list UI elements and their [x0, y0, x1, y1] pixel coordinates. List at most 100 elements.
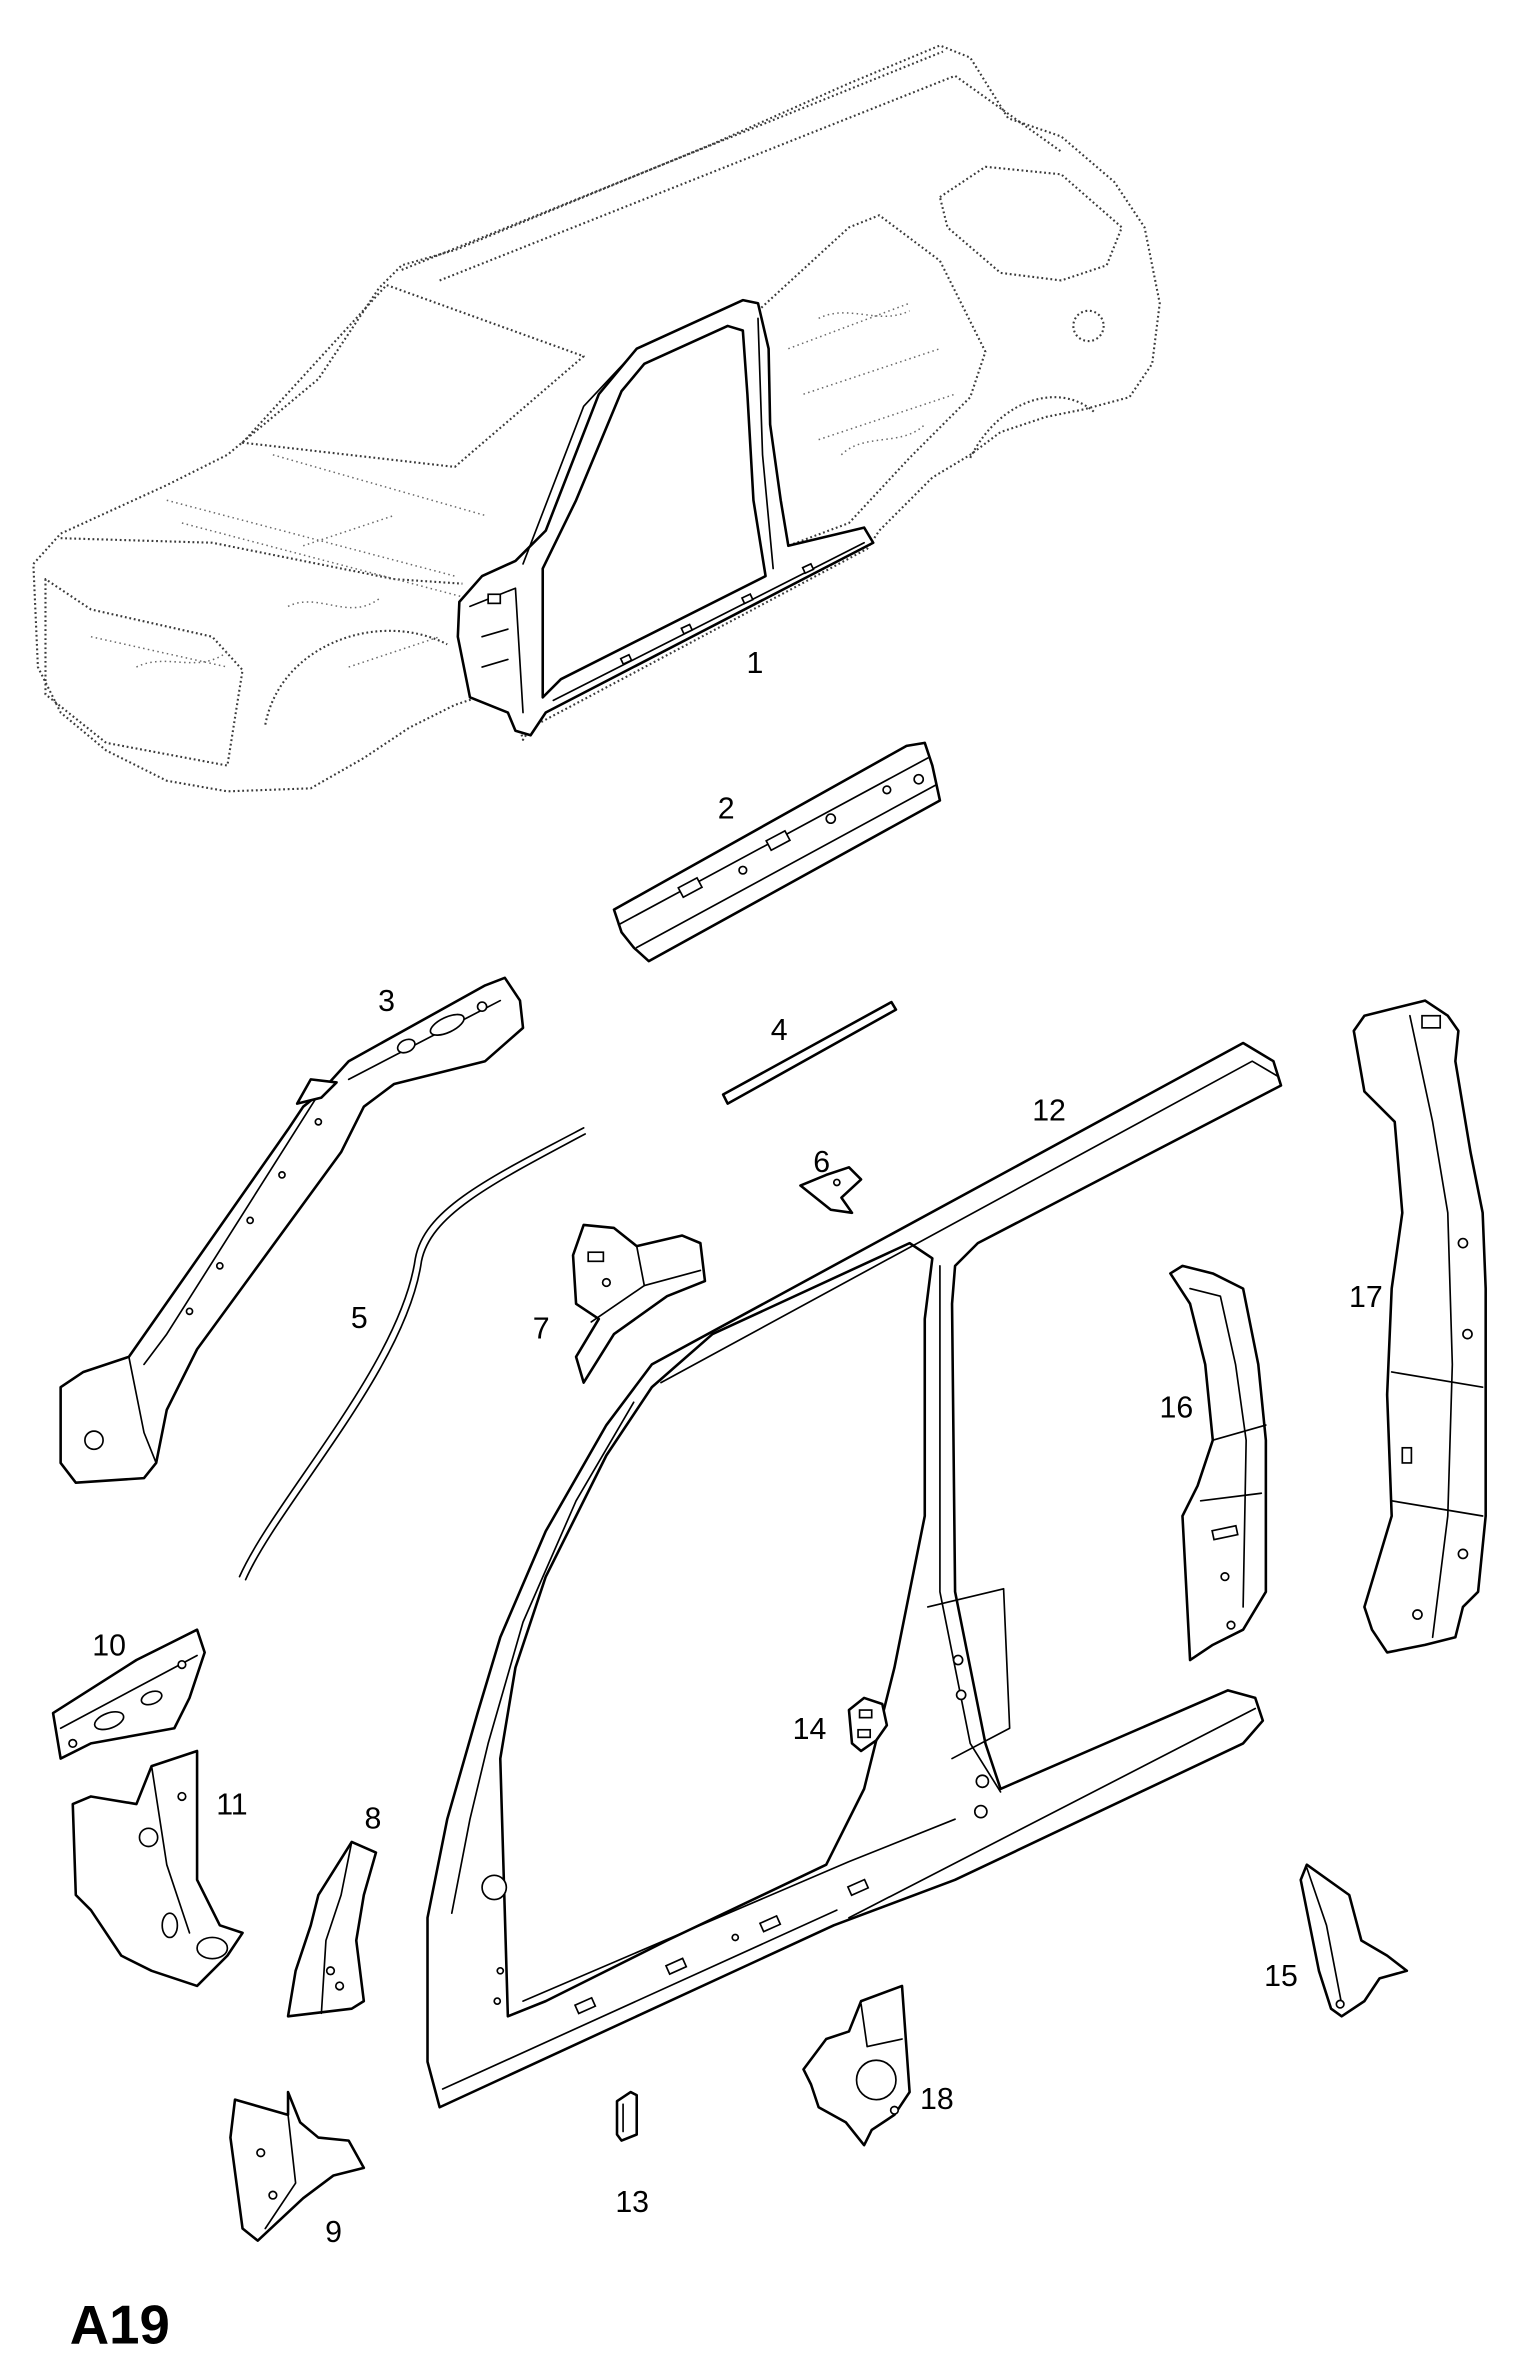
part-8-hole: [325, 1966, 336, 1976]
side-frame-door-opening: [541, 324, 767, 699]
part-16-hole: [1226, 1620, 1236, 1630]
part-13-clip: [615, 2090, 639, 2142]
callout-9: 9: [325, 2216, 342, 2249]
callout-8: 8: [365, 1802, 382, 1835]
part-7-gusset: [571, 1223, 707, 1384]
part-1-body-shell: [32, 44, 1161, 793]
part-16-step-line: [1199, 1424, 1267, 1502]
part-3-edge-line: [128, 1355, 157, 1464]
part-11-outline: [71, 1749, 244, 1988]
part-2-slot: [677, 876, 704, 899]
part-12-a-pillar-line: [450, 1401, 635, 1915]
part-16-c-pillar-reinforcement: [1169, 1264, 1268, 1662]
part-3-edge-line: [143, 1093, 320, 1366]
part-10-hole: [68, 1738, 78, 1749]
part-17-slot: [1401, 1446, 1413, 1464]
part-2-hole: [913, 773, 925, 785]
part-5-curved-strip: [238, 1127, 587, 1581]
part-12-front-door-opening: [498, 1241, 934, 2018]
part-11-hole: [138, 1827, 159, 1848]
part-7-slot: [587, 1251, 605, 1263]
body-fuel-filler: [1072, 309, 1105, 343]
part-8-hole: [334, 1981, 345, 1991]
part-12-side-panel: [426, 1041, 1283, 2109]
callout-11: 11: [216, 1789, 247, 1822]
part-14-small-plate: [847, 1696, 889, 1753]
side-frame-hinge-pillar: [469, 587, 524, 714]
callout-15: 15: [1264, 1960, 1298, 1993]
part-3-hole: [185, 1307, 194, 1316]
part-12-sill-slot: [573, 1996, 597, 2015]
part-11-hole: [196, 1936, 229, 1960]
part-3-oval-hole: [429, 1013, 465, 1036]
part-12-b-pillar-line: [939, 1265, 1002, 1793]
part-3-hole: [314, 1117, 323, 1126]
part-12-hole: [973, 1804, 988, 1819]
part-3-hole: [246, 1216, 255, 1225]
part-18-flange-line: [860, 2003, 903, 2048]
part-8-outline: [286, 1840, 378, 2018]
part-14-slot: [857, 1728, 872, 1739]
part-2-hole: [738, 865, 748, 875]
part-3-hole: [278, 1171, 286, 1179]
part-4-outline: [721, 1000, 898, 1105]
part-15-outline: [1299, 1863, 1409, 2018]
part-12-sill-slot: [664, 1957, 688, 1976]
part-17-hole: [1412, 1609, 1423, 1620]
part-13-outline: [615, 2090, 639, 2142]
part-8-flange-line: [320, 1841, 353, 2015]
side-frame-hole: [740, 593, 754, 605]
part-3-hole: [84, 1430, 104, 1451]
callout-4: 4: [771, 1014, 788, 1047]
part-12-sill-slot: [846, 1878, 870, 1897]
part-12-hole: [481, 1874, 508, 1901]
part-2-slot: [765, 829, 792, 852]
side-frame-hole: [680, 623, 694, 635]
part-10-hole: [140, 1690, 163, 1706]
part-16-hole: [1220, 1572, 1230, 1582]
part-6-bracket: [799, 1166, 863, 1215]
part-9-flange-line: [264, 2113, 297, 2230]
callout-6: 6: [813, 1146, 830, 1179]
part-16-outline: [1169, 1264, 1268, 1662]
part-8-extension: [286, 1840, 378, 2018]
side-frame-a-pillar-line: [522, 356, 630, 565]
part-18-outline: [802, 1984, 911, 2147]
callout-18: 18: [920, 2083, 954, 2116]
part-9-lower-bracket: [229, 2090, 366, 2242]
part-11-hole: [177, 1791, 187, 1802]
part-11-hinge-pillar-panel: [71, 1749, 244, 1988]
callout-16: 16: [1160, 1391, 1194, 1424]
part-6-outline: [799, 1166, 863, 1215]
part-6-hole: [832, 1178, 841, 1187]
part-12-hole: [731, 1933, 740, 1942]
part-10-mounting-bracket: [51, 1628, 206, 1760]
body-rear-window: [938, 165, 1123, 282]
callout-17: 17: [1349, 1281, 1383, 1314]
part-9-hole: [256, 2148, 266, 2158]
part-1-side-frame: [456, 298, 875, 737]
callout-12: 12: [1032, 1094, 1066, 1127]
callout-3: 3: [378, 985, 395, 1018]
body-rear-wheel-arch: [969, 396, 1096, 459]
sheet-code: A19: [70, 2295, 170, 2356]
body-roof-line-inner: [439, 74, 1062, 282]
part-18-hole: [855, 2059, 897, 2101]
part-3-a-pillar-inner: [59, 976, 525, 1484]
part-15-rear-bracket: [1299, 1863, 1409, 2018]
side-frame-b-pillar-line: [757, 317, 774, 570]
part-12-hole: [975, 1774, 990, 1789]
body-silhouette: [32, 44, 1161, 793]
part-17-hole: [1462, 1328, 1473, 1340]
part-17-hole: [1457, 1548, 1469, 1560]
part-12-roof-rail-line: [660, 1060, 1279, 1384]
callout-7: 7: [533, 1313, 550, 1346]
part-2-hole: [882, 785, 892, 795]
part-17-flange-line: [1409, 1014, 1454, 1639]
part-7-outline: [571, 1223, 707, 1384]
part-7-hole: [601, 1277, 612, 1288]
part-10-hole: [93, 1711, 125, 1731]
part-17-hole: [1457, 1237, 1469, 1249]
part-14-slot: [858, 1709, 873, 1719]
